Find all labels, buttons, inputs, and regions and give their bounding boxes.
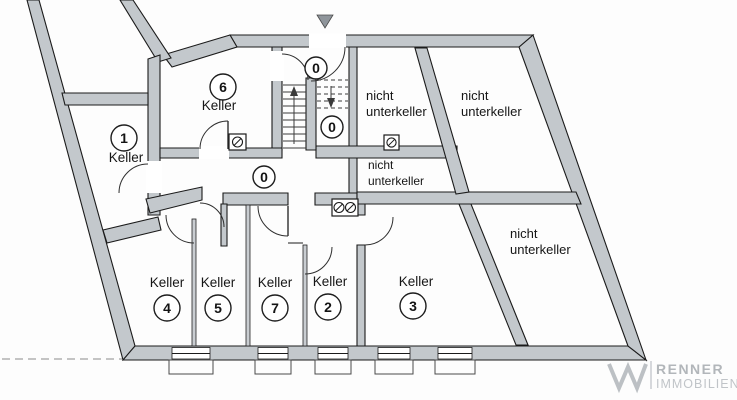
meter-slash-icon <box>233 138 242 146</box>
room-label-keller-1: Keller <box>109 150 144 165</box>
keller5-door-swing <box>199 202 225 228</box>
stair-down-arrowhead-icon <box>327 98 335 108</box>
room-labels: 6 Keller 1 Keller 0 0 0 Keller 4 Keller … <box>109 56 571 322</box>
room-number-keller-1: 1 <box>120 130 128 146</box>
keller2-door-swing <box>304 246 333 275</box>
wall-arm-offscreen <box>119 0 172 63</box>
logo-brand-text: RENNER <box>656 361 724 377</box>
outer-wall-top <box>229 34 535 48</box>
meter-icon <box>231 136 244 148</box>
wall-keller4-top-slant <box>102 216 162 244</box>
room-number-hall-entrance: 0 <box>312 60 320 76</box>
no-basement-top-right-line2: unterkeller <box>461 104 522 119</box>
light-well <box>314 359 352 375</box>
wall-diagonal-northeast <box>414 47 470 195</box>
logo-division-text: IMMOBILIEN <box>656 377 737 391</box>
wall-corridor-bottom-slant <box>145 186 203 214</box>
wall-top-left-diagonal <box>162 34 238 68</box>
entrance-opening <box>309 33 346 48</box>
room-number-circle <box>314 293 342 321</box>
room-number-keller-6: 6 <box>219 79 227 95</box>
room-number-circle <box>261 294 289 322</box>
partition-keller7-2 <box>302 244 308 347</box>
room-number-circle <box>399 292 427 320</box>
outer-wall-left <box>26 0 136 362</box>
doors <box>118 46 394 275</box>
wall-keller2-3-lower <box>356 244 366 347</box>
room-number-corridor: 0 <box>260 169 268 185</box>
no-basement-mid-left-line2: unterkeller <box>368 174 424 188</box>
logo-w-icon <box>607 361 648 394</box>
no-basement-bottom-right-line2: unterkeller <box>510 242 571 257</box>
keller3-door-swing <box>364 216 394 246</box>
keller6-bottom-door-swing <box>199 120 229 150</box>
meter-boxes <box>228 133 400 217</box>
no-basement-bottom-right-line1: nicht <box>510 226 538 241</box>
room-number-circle <box>252 165 276 189</box>
light-well <box>168 359 214 375</box>
entrance-arrow-icon <box>316 14 334 29</box>
room-label-keller-6: Keller <box>202 98 237 113</box>
room-label-keller-3: Keller <box>399 274 434 289</box>
wall-hall-right <box>348 46 358 205</box>
room-number-circle <box>110 124 138 152</box>
room-label-keller-5: Keller <box>201 275 236 290</box>
no-basement-top-right-line1: nicht <box>461 88 489 103</box>
partition-keller5-7 <box>245 204 251 347</box>
keller6-side-door-swing <box>281 53 309 81</box>
room-label-keller-4: Keller <box>150 275 185 290</box>
staircase <box>283 79 348 149</box>
thin-partitions <box>191 204 308 347</box>
meter-icon <box>344 201 357 214</box>
light-well <box>374 359 414 375</box>
partition-keller4-5 <box>191 218 197 347</box>
wall-keller1-top <box>61 92 149 106</box>
keller6-side-door-opening <box>270 51 284 81</box>
room-number-keller-3: 3 <box>409 298 417 314</box>
room-number-keller-2: 2 <box>324 299 332 315</box>
room-number-circle <box>320 115 344 139</box>
room-number-circle <box>204 294 232 322</box>
room-number-circle <box>153 294 181 322</box>
door-openings <box>146 33 346 193</box>
keller6-bottom-door-opening <box>199 146 229 159</box>
entrance-door-swing <box>310 46 346 82</box>
meter-slash-icon <box>335 203 343 212</box>
renner-immobilien-logo: RENNER IMMOBILIEN <box>607 361 737 394</box>
no-basement-top-left-line2: unterkeller <box>366 104 427 119</box>
room-number-circle <box>304 56 328 80</box>
meter-slash-icon <box>387 138 396 147</box>
room-label-keller-7: Keller <box>258 275 293 290</box>
wall-south-rooms-top <box>356 191 582 205</box>
keller1-door-opening <box>146 161 162 193</box>
wall-diagonal-southeast <box>458 203 529 346</box>
keller4-door-swing <box>165 214 195 244</box>
no-basement-top-left-line1: nicht <box>366 88 394 103</box>
keller1-door-swing <box>118 163 149 194</box>
wall-corridor-bottom-a <box>222 192 289 206</box>
room-number-keller-7: 7 <box>271 300 279 316</box>
keller7-door-swing <box>257 205 289 237</box>
room-label-keller-2: Keller <box>313 274 348 289</box>
stair-stringer-wall <box>305 77 317 151</box>
room-number-circle <box>209 73 237 101</box>
meter-icon <box>333 201 345 214</box>
windows <box>168 347 476 375</box>
meter-slash-icon <box>346 203 355 212</box>
light-well <box>434 359 476 375</box>
meter-icon <box>386 137 397 148</box>
room-number-keller-4: 4 <box>163 300 171 316</box>
room-number-stair-landing: 0 <box>328 119 336 135</box>
stair-up-arrowhead-icon <box>290 86 298 96</box>
room-number-keller-5: 5 <box>214 300 222 316</box>
light-well <box>254 359 292 375</box>
no-basement-mid-left-line1: nicht <box>368 158 394 172</box>
